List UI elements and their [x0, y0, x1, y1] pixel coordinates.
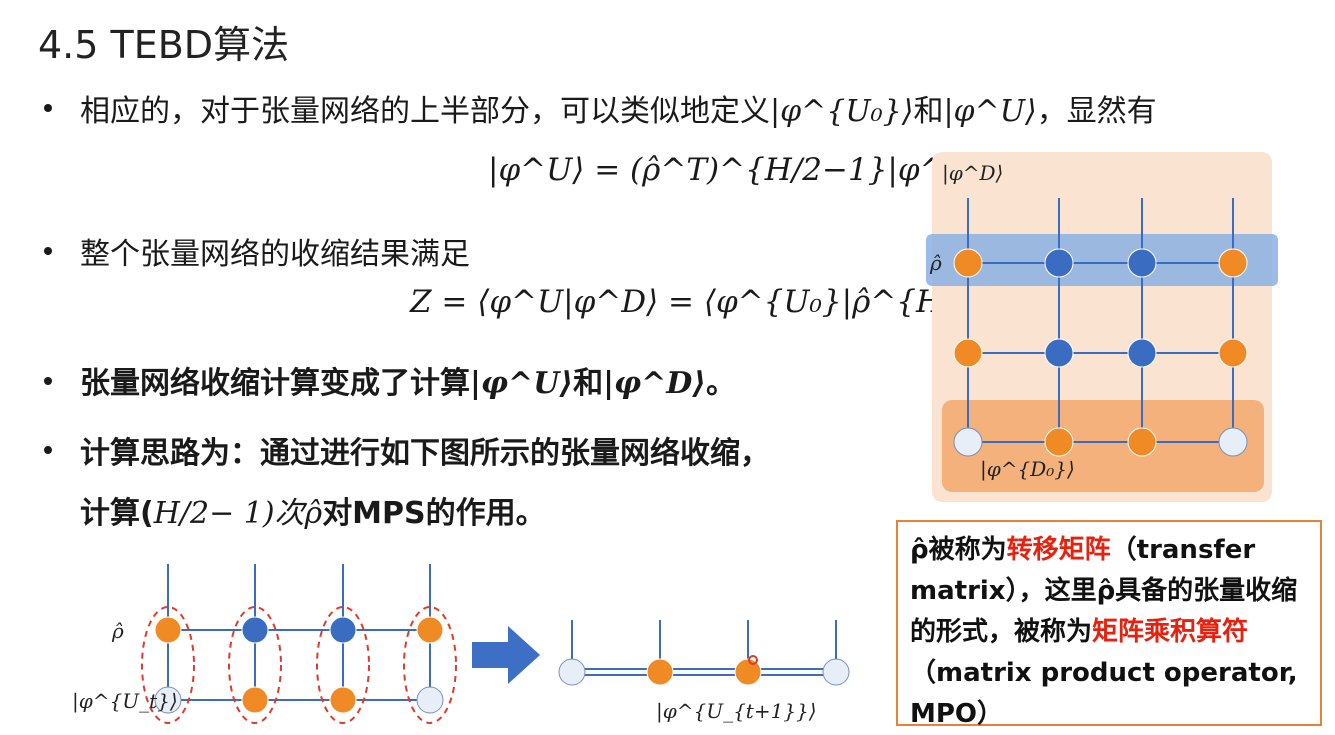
bullet-3-math-a: |φ^U⟩ — [470, 366, 574, 401]
node-orange — [646, 658, 674, 686]
bullet-1: 相应的，对于张量网络的上半部分，可以类似地定义|φ^{U₀}⟩和|φ^U⟩，显然… — [80, 86, 1157, 130]
bullet-4-pre: 计算( — [80, 496, 154, 531]
bullet-dot — [44, 104, 52, 112]
label-phi-ut: |φ^{U_t}⟩ — [72, 689, 178, 714]
node-blue — [241, 616, 269, 644]
note-text-3: （matrix product operator, MPO） — [910, 658, 1298, 729]
node-orange — [329, 686, 357, 714]
bullet-1-and: 和 — [913, 94, 944, 129]
label-phi-d0: |φ^{D₀}⟩ — [980, 457, 1075, 482]
mpo-vertical-lines — [167, 564, 431, 700]
label-phi-d: |φ^D⟩ — [942, 161, 1003, 186]
node-white — [558, 658, 586, 686]
mps-result-diagram: |φ^{U_{t+1}}⟩ — [558, 620, 850, 724]
node-orange — [953, 248, 983, 278]
label-phi-ut1: |φ^{U_{t+1}}⟩ — [656, 699, 817, 724]
bullet-1-tail: ，显然有 — [1036, 94, 1157, 129]
definition-note-box: ρ̂被称为转移矩阵（transfer matrix），这里ρ̂具备的张量收缩的形… — [896, 520, 1322, 729]
bullet-3-end: 。 — [706, 366, 736, 401]
mps-lines — [571, 620, 837, 676]
mpo-horizontal-lines — [168, 629, 430, 701]
node-orange — [241, 686, 269, 714]
grid-nodes — [953, 248, 1248, 457]
note-highlight-mpo: 矩阵乘积算符 — [1092, 617, 1249, 647]
node-orange — [953, 338, 983, 368]
grid-horizontal-lines — [968, 262, 1233, 443]
phi-d0-highlight-band — [942, 400, 1264, 492]
mpo-nodes — [154, 616, 444, 714]
bullet-4-line-1: 计算思路为：通过进行如下图所示的张量网络收缩， — [80, 436, 770, 471]
label-rho: ρ̂ — [111, 619, 124, 643]
bullet-4-frac: H/2 — [153, 496, 210, 531]
bullet-2: 整个张量网络的收缩结果满足 — [80, 237, 470, 272]
node-orange — [1218, 338, 1248, 368]
mpo-contraction-diagram: ρ̂ |φ^{U_t}⟩ — [72, 564, 457, 724]
node-white — [822, 658, 850, 686]
node-orange — [154, 616, 182, 644]
node-white — [154, 686, 182, 714]
node-orange — [416, 616, 444, 644]
bullet-3-text: 张量网络收缩计算变成了计算 — [80, 366, 470, 401]
node-orange — [1127, 427, 1157, 457]
node-white — [953, 427, 983, 457]
node-blue — [1127, 248, 1157, 278]
node-blue — [1044, 248, 1074, 278]
grid-vertical-lines — [967, 198, 1234, 442]
bullet-3: 张量网络收缩计算变成了计算|φ^U⟩和|φ^D⟩。 — [80, 358, 736, 402]
cursor-marker — [748, 655, 758, 665]
node-orange — [734, 658, 762, 686]
node-white — [416, 686, 444, 714]
bullet-1-math-a: |φ^{U₀}⟩ — [770, 94, 914, 129]
tensor-network-grid-diagram: |φ^D⟩ ρ̂ |φ^{D₀}⟩ — [926, 152, 1278, 502]
bullet-4-post: 对MPS的作用。 — [322, 496, 546, 531]
bullet-dot — [44, 446, 52, 454]
right-arrow-icon — [472, 626, 540, 684]
node-orange — [1044, 427, 1074, 457]
contraction-ellipses — [141, 606, 457, 724]
bullet-dot — [44, 377, 52, 385]
node-blue — [1127, 338, 1157, 368]
note-text-1: ρ̂被称为 — [910, 535, 1007, 565]
bullet-3-math-b: |φ^D⟩ — [603, 366, 706, 401]
node-white — [1218, 427, 1248, 457]
bullet-1-math-b: |φ^U⟩ — [943, 94, 1037, 129]
bullet-dot — [44, 247, 52, 255]
node-blue — [329, 616, 357, 644]
bullet-4-mid: − 1)次 — [209, 496, 305, 531]
node-orange — [1218, 248, 1248, 278]
rho-highlight-band — [926, 234, 1278, 286]
bullet-1-text: 相应的，对于张量网络的上半部分，可以类似地定义 — [80, 94, 770, 129]
note-highlight-transfer-matrix: 转移矩阵 — [1006, 535, 1111, 565]
node-blue — [1044, 338, 1074, 368]
bullet-4-rho: ρ̂ — [304, 496, 323, 531]
bullet-4-line-2: 计算(H/2− 1)次ρ̂对MPS的作用。 — [80, 488, 546, 532]
mps-nodes — [558, 658, 850, 686]
bullet-3-and: 和 — [573, 366, 604, 401]
label-rho: ρ̂ — [929, 251, 942, 275]
slide-title: 4.5 TEBD算法 — [38, 23, 290, 67]
note-text-2: （transfer matrix），这里ρ̂具备的张量收缩的形式，被称为 — [910, 535, 1298, 647]
